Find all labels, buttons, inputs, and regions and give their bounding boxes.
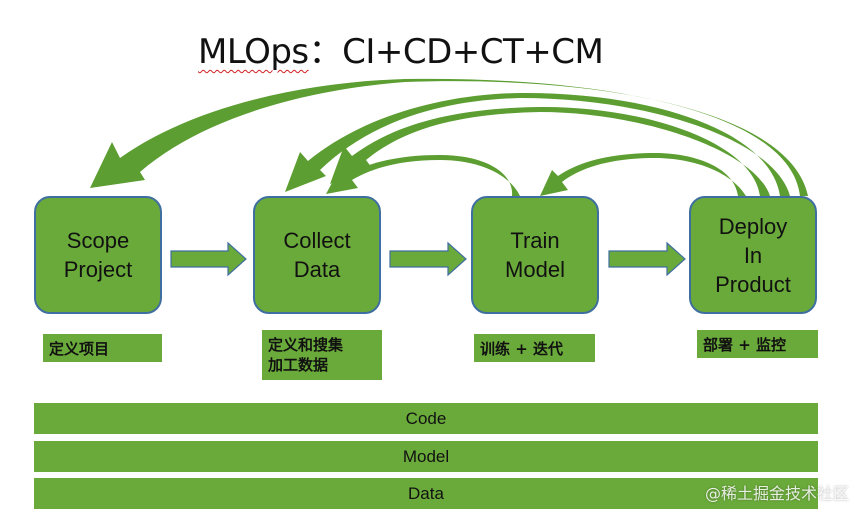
stage-label-collect: Collect Data: [283, 228, 351, 282]
forward-arrow-train-to-deploy: [608, 241, 686, 277]
stage-note-scope: 定义项目: [43, 334, 162, 362]
forward-arrow-scope-to-collect: [170, 241, 247, 277]
stage-note-collect: 定义和搜集 加工数据: [262, 330, 382, 380]
feedback-arrow-deploy-to-train: [540, 153, 746, 196]
title-mlops: MLOps: [198, 32, 309, 72]
forward-arrow-collect-to-train: [389, 241, 467, 277]
layer-label-model: Model: [402, 446, 450, 466]
layer-model: Model: [34, 441, 818, 472]
title-separator: ：: [308, 32, 343, 72]
stage-box-train: Train Model: [471, 196, 599, 314]
stage-note-train: 训练 + 迭代: [474, 334, 595, 362]
layer-label-code: Code: [405, 408, 447, 428]
layer-label-data: Data: [408, 483, 444, 503]
layer-code: Code: [34, 403, 818, 434]
feedback-arrow-train-to-collect: [326, 155, 520, 196]
stage-note-deploy: 部署 + 监控: [697, 330, 818, 358]
title-formula: CI+CD+CT+CM: [342, 32, 604, 72]
layer-data: Data: [34, 478, 818, 509]
watermark: @稀土掘金技术社区: [704, 484, 849, 503]
stage-box-deploy: Deploy In Product: [689, 196, 817, 314]
stage-label-scope: Scope Project: [63, 228, 133, 282]
stage-label-train: Train Model: [505, 228, 565, 282]
diagram-title: MLOps：CI+CD+CT+CM: [198, 24, 604, 73]
stage-box-scope: Scope Project: [34, 196, 162, 314]
stage-label-deploy: Deploy In Product: [715, 213, 791, 297]
stage-box-collect: Collect Data: [253, 196, 381, 314]
